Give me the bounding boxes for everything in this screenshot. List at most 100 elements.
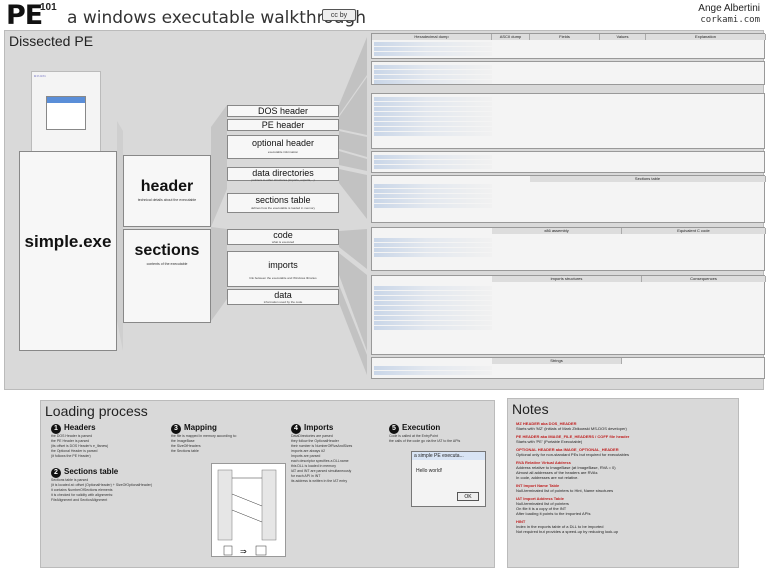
structure-desc: defines how the executable is loaded in … (250, 206, 316, 210)
imports-structures-header: imports structures (492, 276, 642, 282)
step-line: (it follows the PE Header) (51, 454, 91, 458)
exe-file-block: simple.exe (19, 151, 117, 351)
note-key: MZ HEADER aka DOS_HEADER (516, 421, 577, 426)
note-item: OPTIONAL HEADER aka IMAGE_OPTIONAL_HEADE… (516, 447, 734, 457)
step-number-icon: 5 (389, 424, 399, 434)
detail-pe-header (371, 61, 765, 85)
detail-data: Strings (371, 357, 765, 379)
step-number-icon: 2 (51, 468, 61, 478)
structure-name: PE header (261, 120, 305, 130)
step-line: the SizeOfHeaders (171, 444, 201, 448)
note-key: PE HEADER aka IMAGE_FILE_HEADERS / COFF … (516, 434, 630, 439)
pe-version: 101 (40, 2, 57, 13)
step-line: each descriptor specifies a DLLname (291, 459, 349, 463)
note-key: RVA Relative Virtual Address (516, 460, 571, 465)
structure-desc: information used by the code (263, 300, 303, 304)
step-title: Sections table (64, 467, 119, 476)
note-key: INT Import Name Table (516, 483, 560, 488)
step-line: the PE Header is parsed (51, 439, 90, 443)
hex-dump (374, 238, 492, 258)
site-url: corkami.com (700, 15, 760, 25)
step-line: the calls of the code go via the IAT to … (389, 439, 461, 443)
step-line: FileAlignment and SectionAlignment (51, 498, 108, 502)
step-title: Imports (304, 423, 334, 432)
svg-text:⇒: ⇒ (240, 547, 247, 556)
license-badge-icon: cc by (322, 9, 356, 21)
note-line: Almost all addresses of the headers are … (516, 470, 598, 475)
ok-button[interactable]: OK (457, 492, 479, 501)
step-line: (its offset is DOS Header's e_lfanew) (51, 444, 109, 448)
hex-dump (374, 155, 492, 170)
detail-imports: imports structures Consequences (371, 275, 766, 355)
step-line: Imports are parsed (291, 454, 321, 458)
message-box: a simple PE executa... Hello world! OK (411, 451, 486, 507)
structure-name: DOS header (257, 106, 309, 116)
structure-dos-header: DOS header (227, 105, 339, 117)
note-item: INT Import Name Table Null-terminated li… (516, 483, 734, 493)
step-title: Headers (64, 423, 96, 432)
step-line: Code is called at the EntryPoint (389, 434, 438, 438)
note-key: OPTIONAL HEADER aka IMAGE_OPTIONAL_HEADE… (516, 447, 619, 452)
note-item: RVA Relative Virtual Address Address rel… (516, 460, 734, 480)
step-line: for each API in INT (291, 474, 321, 478)
author-name: Ange Albertini (698, 3, 760, 14)
header-block-subtitle: technical details about the executable (137, 198, 197, 202)
structure-desc: link between the executable and Windows … (249, 276, 317, 280)
structure-name: sections table (255, 195, 311, 205)
step-line: its address is written in the IAT entry (291, 479, 348, 483)
hex-dump (374, 97, 492, 137)
note-line: Optional only for non-standard PEs but r… (516, 452, 629, 457)
col-values-header: Values (600, 34, 646, 40)
step-line: IAT and INT are parsed simultaneously (291, 469, 352, 473)
detail-optional-header (371, 93, 765, 149)
structure-sections-table: sections table defines how the executabl… (227, 193, 339, 213)
x86-assembly-header: x86 assembly (492, 228, 622, 234)
step-line: their number is NumberOfRvaAndSizes (291, 444, 353, 448)
step-line: imports are always #2 (291, 449, 326, 453)
structure-pe-header: PE header (227, 119, 339, 131)
c-code-header: Equivalent C code (622, 228, 766, 234)
step-line: the Optional Header is parsed (51, 449, 98, 453)
step-title: Mapping (184, 423, 217, 432)
detail-data-directories (371, 151, 765, 173)
step-line: this DLL is loaded in memory (291, 464, 337, 468)
pe-logo: PE (6, 0, 43, 31)
step-line: Sections table is parsed (51, 478, 89, 482)
strings-header: Strings (492, 358, 622, 364)
structure-name: data directories (252, 168, 314, 178)
step-line: the ImageBase (171, 439, 195, 443)
col-explanation-header: Explanation (646, 34, 766, 40)
note-line: Address relative to ImageBase (at ImageB… (516, 465, 616, 470)
mapping-diagram: ⇒ (211, 463, 286, 557)
step-line: the file is mapped in memory according t… (171, 434, 237, 438)
sections-block: sections contents of the executable (123, 229, 211, 323)
note-line: Null-terminated list of pointers to Hint… (516, 488, 614, 493)
sections-block-title: sections (134, 242, 200, 259)
note-key: HINT (516, 519, 526, 524)
step-line: they follow the OptionalHeader (291, 439, 339, 443)
note-line: In code, addresses are not relative. (516, 475, 579, 480)
consequences-header: Consequences (642, 276, 766, 282)
thumbnail-source: C:\> C:\> (34, 74, 47, 78)
step-line: it contains NumberOfSections elements (51, 488, 113, 492)
structure-optional-header: optional header executable information (227, 135, 339, 159)
dissected-pe-panel: Dissected PE C:\> C:\> simple simple.exe… (4, 30, 766, 390)
detail-dos-header: Hexadecimal dump ASCII dump Fields Value… (371, 33, 766, 59)
notes-title: Notes (512, 401, 549, 417)
structure-name: data (274, 290, 292, 300)
structure-name: imports (268, 260, 298, 270)
exe-label: simple.exe (24, 232, 112, 251)
col-ascii-header: ASCII dump (492, 34, 530, 40)
col-fields-header: Fields (530, 34, 600, 40)
panel-title: Dissected PE (9, 33, 94, 49)
structure-desc: what is executed (271, 240, 295, 244)
note-key: IAT Import Address Table (516, 496, 564, 501)
note-line: On file it is a copy of the INT (516, 506, 567, 511)
note-item: PE HEADER aka IMAGE_FILE_HEADERS / COFF … (516, 434, 734, 444)
note-line: Starts with 'PE' (Portable Executable) (516, 439, 583, 444)
sections-block-subtitle: contents of the executable (146, 262, 188, 266)
